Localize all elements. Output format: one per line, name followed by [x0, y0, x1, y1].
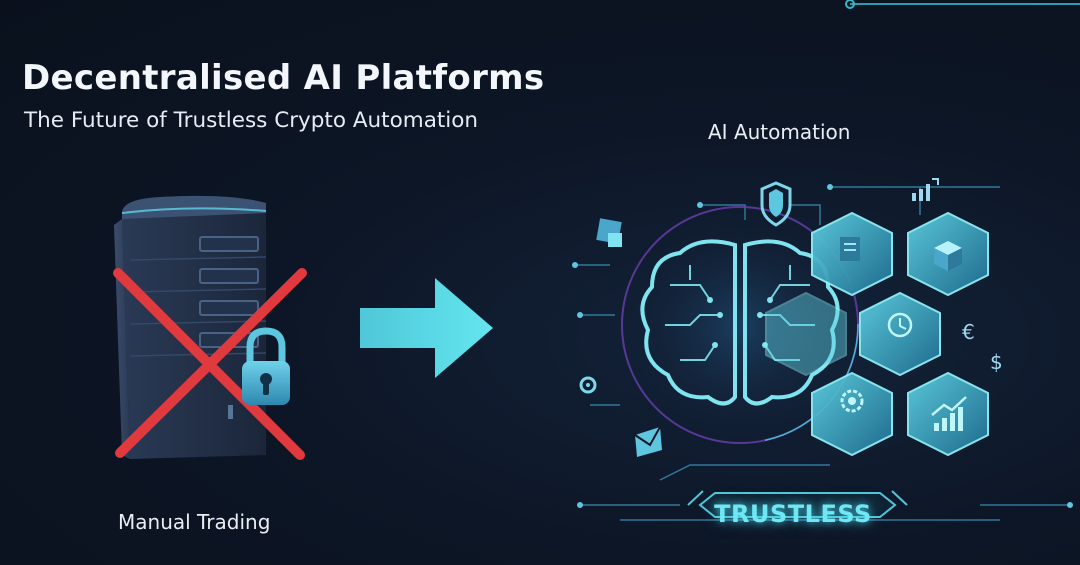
page-title: Decentralised AI Platforms [22, 58, 545, 98]
blocks-icon [934, 241, 962, 271]
ai-automation-label: AI Automation [708, 120, 851, 144]
hex-growth [907, 371, 989, 457]
manual-trading-label: Manual Trading [118, 510, 271, 534]
dollar-symbol: $ [990, 350, 1003, 374]
gear-icon [840, 389, 864, 413]
brain-circuit-icon [640, 239, 840, 406]
cross-mark-icon [113, 268, 307, 460]
trustless-badge-frame [687, 490, 908, 518]
hex-gear [811, 371, 893, 457]
clock-icon [887, 312, 913, 338]
manual-trading-illustration [113, 195, 307, 460]
circuit-lines [575, 186, 1070, 521]
trustless-badge: TRUSTLESS [714, 500, 872, 528]
hex-blocks [907, 211, 989, 297]
hex-clock [859, 291, 941, 377]
euro-symbol: € [962, 320, 975, 344]
hexagon-cluster [765, 211, 989, 457]
envelope-icon [634, 426, 662, 457]
shield-icon [760, 181, 792, 227]
ai-automation-illustration [572, 178, 1073, 521]
top-circuit-node [845, 0, 855, 9]
hex-document [811, 211, 893, 297]
gear-small-icon [579, 376, 597, 394]
arrow-right-icon [360, 278, 493, 378]
lock-icon [242, 327, 290, 405]
growth-chart-icon [931, 396, 967, 431]
page-subtitle: The Future of Trustless Crypto Automatio… [24, 108, 479, 133]
hex-translucent [765, 291, 847, 377]
cube-icon [596, 218, 622, 247]
bar-chart-icon [912, 178, 939, 201]
